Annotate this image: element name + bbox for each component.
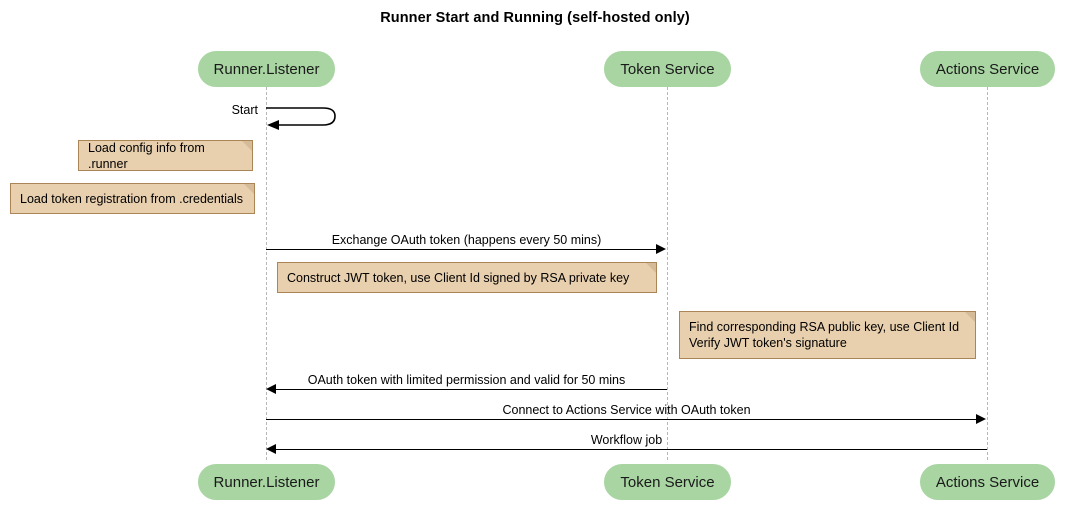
message-connect-actions-service-label: Connect to Actions Service with OAuth to… — [502, 403, 751, 417]
arrow-head-right-icon — [656, 244, 666, 254]
participant-label: Token Service — [620, 473, 715, 491]
self-message-start-label: Start — [231, 103, 258, 117]
note-text: Load config info from .runner — [88, 140, 205, 171]
participant-runner-top[interactable]: Runner.Listener — [198, 51, 335, 87]
lifeline-runner — [266, 87, 267, 460]
note-load-config: Load config info from .runner — [78, 140, 253, 171]
self-message-start[interactable] — [265, 103, 345, 133]
arrow-head-left-icon — [266, 444, 276, 454]
participant-runner-bottom[interactable]: Runner.Listener — [198, 464, 335, 500]
participant-token-top[interactable]: Token Service — [604, 51, 731, 87]
message-exchange-oauth-token-line[interactable] — [266, 249, 657, 250]
message-exchange-oauth-token-label: Exchange OAuth token (happens every 50 m… — [331, 233, 602, 247]
lifeline-actions — [987, 87, 988, 460]
note-text: Construct JWT token, use Client Id signe… — [287, 270, 630, 285]
participant-actions-bottom[interactable]: Actions Service — [920, 464, 1055, 500]
page-title: Runner Start and Running (self-hosted on… — [380, 10, 690, 26]
participant-label: Actions Service — [935, 60, 1040, 78]
participant-label: Runner.Listener — [213, 60, 320, 78]
message-connect-actions-service-line[interactable] — [266, 419, 977, 420]
participant-actions-top[interactable]: Actions Service — [920, 51, 1055, 87]
participant-label: Token Service — [620, 60, 715, 78]
note-fold-icon — [646, 263, 656, 273]
message-oauth-token-returned-label: OAuth token with limited permission and … — [307, 373, 626, 387]
message-workflow-job-line[interactable] — [276, 449, 987, 450]
message-oauth-token-returned-line[interactable] — [276, 389, 667, 390]
note-text: Load token registration from .credential… — [20, 191, 244, 206]
note-construct-jwt-token: Construct JWT token, use Client Id signe… — [277, 262, 657, 293]
note-text: Find corresponding RSA public key, use C… — [689, 320, 960, 350]
note-fold-icon — [244, 184, 254, 194]
participant-label: Runner.Listener — [213, 473, 320, 491]
participant-token-bottom[interactable]: Token Service — [604, 464, 731, 500]
participant-label: Actions Service — [935, 473, 1040, 491]
note-fold-icon — [965, 312, 975, 322]
note-verify-jwt-signature: Find corresponding RSA public key, use C… — [679, 311, 976, 359]
lifeline-token — [667, 87, 668, 460]
arrow-head-left-icon — [266, 384, 276, 394]
message-workflow-job-label: Workflow job — [590, 433, 663, 447]
note-load-token-registration: Load token registration from .credential… — [10, 183, 255, 214]
arrow-head-right-icon — [976, 414, 986, 424]
note-fold-icon — [242, 141, 252, 151]
